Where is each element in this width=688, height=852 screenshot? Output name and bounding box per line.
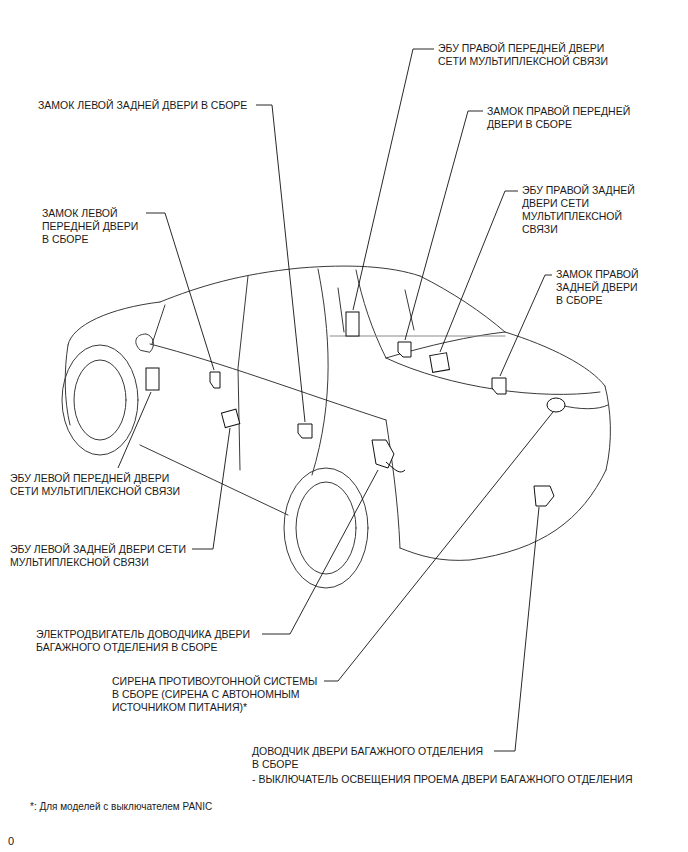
rear-door-edge xyxy=(312,269,328,475)
front-bumper xyxy=(65,345,70,425)
roof-line xyxy=(160,266,420,302)
left-c-pillar xyxy=(356,270,386,358)
motor-wire xyxy=(386,462,405,472)
ecu-symbol xyxy=(221,409,239,427)
part-label: СИРЕНА ПРОТИВОУГОННОЙ СИСТЕМЫ В СБОРЕ (С… xyxy=(112,675,324,714)
rear-fender xyxy=(386,420,400,548)
motor-symbol xyxy=(372,440,394,468)
figure-number: 0 xyxy=(8,835,14,848)
rear-wheel xyxy=(284,468,368,588)
front-wheel xyxy=(62,345,138,455)
leader-line xyxy=(353,49,434,310)
leader-line xyxy=(500,275,552,376)
lock-symbol xyxy=(298,424,312,438)
car-body xyxy=(62,266,610,588)
lock-symbol xyxy=(398,342,411,357)
trunk-lid-rear xyxy=(505,332,605,386)
leader-line xyxy=(494,507,539,751)
part-label: ЗАМОК ЛЕВОЙ ЗАДНЕЙ ДВЕРИ В СБОРЕ xyxy=(38,99,247,112)
leader-line xyxy=(256,105,305,422)
leader-line xyxy=(118,392,151,468)
ecu-symbol xyxy=(346,312,359,336)
leader-line xyxy=(146,213,214,370)
part-label: ДОВОДЧИК ДВЕРИ БАГАЖНОГО ОТДЕЛЕНИЯ В СБО… xyxy=(252,745,492,771)
part-label: ЗАМОК ПРАВОЙ ЗАДНЕЙ ДВЕРИ В СБОРЕ xyxy=(556,268,646,307)
trunk-lid-edge xyxy=(386,358,600,394)
mirror xyxy=(136,334,154,352)
rear-bumper xyxy=(400,470,606,560)
part-label: ЗАМОК ПРАВОЙ ПЕРЕДНЕЙ ДВЕРИ В СБОРЕ xyxy=(487,105,647,131)
part-label: ЗАМОК ЛЕВОЙ ПЕРЕДНЕЙ ДВЕРИ В СБОРЕ xyxy=(42,207,145,246)
a-pillar xyxy=(152,305,165,344)
footnote: *: Для моделей с выключателем PANIC xyxy=(30,800,212,813)
part-label: ЭБУ ЛЕВОЙ ПЕРЕДНЕЙ ДВЕРИ СЕТИ МУЛЬТИПЛЕК… xyxy=(10,472,192,498)
part-label: ЭБУ ПРАВОЙ ЗАДНЕЙ ДВЕРИ СЕТИ МУЛЬТИПЛЕКС… xyxy=(522,184,647,236)
leader-line xyxy=(405,111,483,340)
part-sublabel: - ВЫКЛЮЧАТЕЛЬ ОСВЕЩЕНИЯ ПРОЕМА ДВЕРИ БАГ… xyxy=(252,773,632,786)
part-label: ЭБУ ПРАВОЙ ПЕРЕДНЕЙ ДВЕРИ СЕТИ МУЛЬТИПЛЕ… xyxy=(438,42,622,68)
leader-line xyxy=(192,428,230,549)
rear-face xyxy=(605,386,610,470)
front-wheel-rim xyxy=(74,360,126,440)
parts xyxy=(146,312,565,506)
leader-line xyxy=(324,412,553,681)
part-label: ЭЛЕКТРОДВИГАТЕЛЬ ДОВОДЧИКА ДВЕРИ БАГАЖНО… xyxy=(36,628,276,654)
ecu-symbol xyxy=(430,353,450,373)
ecu-symbol xyxy=(146,368,159,390)
siren-symbol xyxy=(547,398,565,412)
hood-line xyxy=(68,302,160,345)
far-side-pillar xyxy=(338,288,344,332)
rear-pillar xyxy=(420,276,505,332)
b-pillar xyxy=(238,276,248,470)
leader-line xyxy=(440,191,518,352)
tail-lamp xyxy=(560,405,608,409)
lock-symbol xyxy=(210,372,220,388)
part-label: ЭБУ ЛЕВОЙ ЗАДНЕЙ ДВЕРИ СЕТИ МУЛЬТИПЛЕКСН… xyxy=(10,543,195,569)
lock-symbol xyxy=(492,378,506,394)
leader-line xyxy=(262,470,378,634)
belt-line xyxy=(150,344,386,420)
closer-symbol xyxy=(534,486,554,506)
